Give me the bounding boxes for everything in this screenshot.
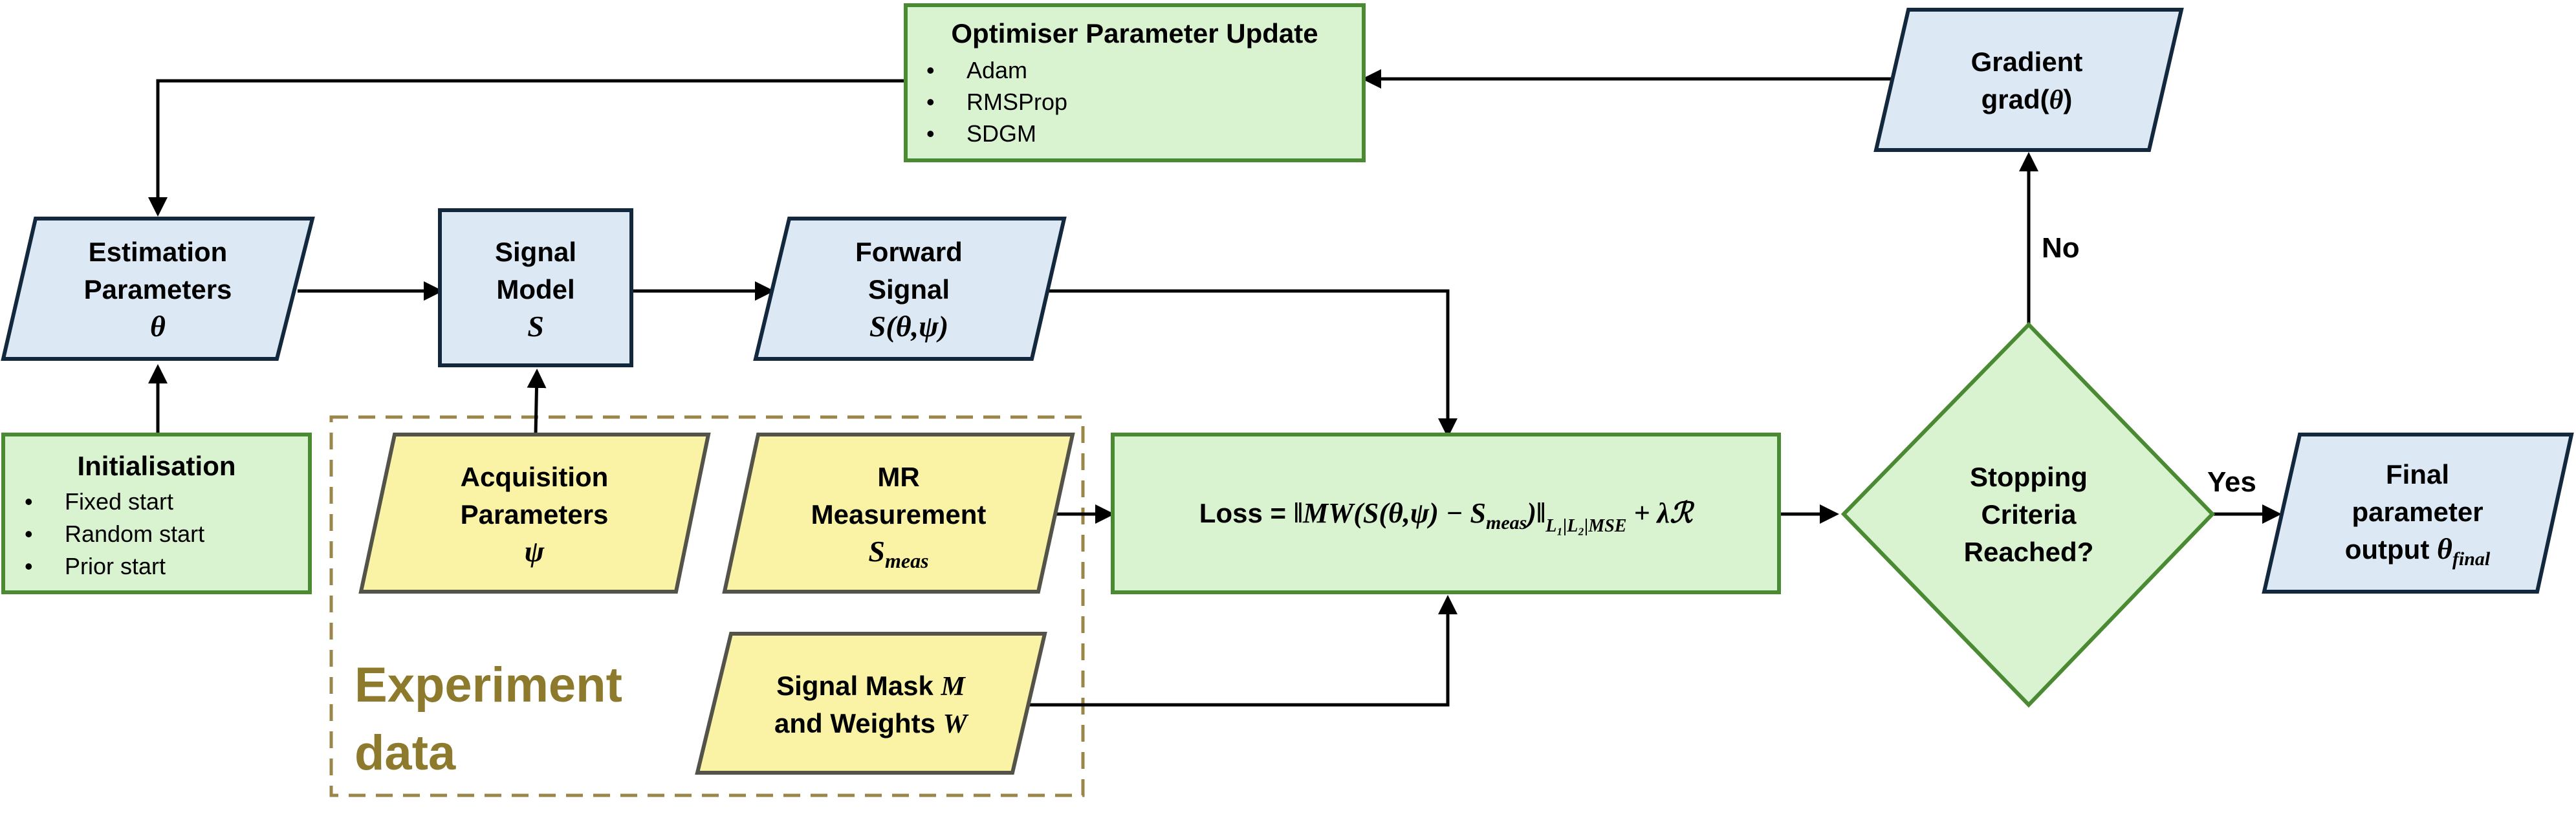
node-mr-measurement: MR Measurement Smeas	[722, 433, 1075, 594]
final-line2: parameter	[2352, 497, 2483, 527]
node-initialisation: Initialisation • Fixed start • Random st…	[1, 433, 312, 594]
optimiser-item-3: SDGM	[966, 120, 1036, 147]
node-forward-signal: Forward Signal S(θ,ψ)	[753, 217, 1067, 361]
signal-mask-line1: Signal Mask M	[776, 671, 966, 702]
arrow-forward-signal-to-loss	[1048, 289, 1457, 438]
final-line1: Final	[2386, 459, 2449, 490]
optimiser-item-2: RMSProp	[966, 89, 1067, 115]
optimiser-item-1: Adam	[966, 57, 1027, 83]
connectors	[148, 69, 2282, 707]
estimation-line2: Parameters	[84, 274, 232, 305]
initialisation-title: Initialisation	[77, 451, 235, 481]
estimation-parallelogram	[1, 217, 315, 361]
mr-measurement-parallelogram	[722, 433, 1075, 594]
estimation-symbol: θ	[150, 310, 166, 343]
initialisation-item-1: Fixed start	[65, 488, 173, 515]
stopping-line3: Reached?	[1964, 537, 2094, 567]
stopping-line2: Criteria	[1981, 499, 2077, 530]
acquisition-line2: Parameters	[461, 499, 609, 530]
node-gradient: Gradient grad(θ)	[1873, 8, 2184, 152]
edge-label-no: No	[2042, 232, 2080, 264]
initialisation-item-2: Random start	[65, 521, 204, 547]
node-final-output: Final parameter output θfinal	[2262, 433, 2574, 594]
optimiser-bullet-1: •	[926, 57, 935, 83]
arrow-optimiser-to-estimation	[148, 79, 906, 217]
arrow-signal-mask-to-loss	[1029, 595, 1457, 707]
node-stopping-criteria: Stopping Criteria Reached?	[1840, 321, 2216, 708]
stopping-diamond	[1840, 321, 2216, 708]
signal-mask-parallelogram	[695, 632, 1047, 775]
signal-model-line2: Model	[496, 274, 574, 305]
gradient-line1: Gradient	[1971, 47, 2083, 77]
initialisation-item-3: Prior start	[65, 553, 166, 579]
experiment-data-frame	[329, 415, 1085, 797]
loss-formula: Loss = ‖MW(S(θ,ψ) − Smeas)‖L₁|L₂|MSE + λ…	[1199, 497, 1695, 536]
optimiser-box	[904, 3, 1366, 162]
initialisation-bullet-3: •	[25, 553, 33, 579]
forward-signal-line1: Forward	[855, 237, 963, 267]
loss-box	[1111, 433, 1781, 594]
experiment-data-label-line1: Experiment	[355, 658, 622, 713]
node-signal-model: Signal Model S	[438, 208, 633, 367]
mr-measurement-symbol: Smeas	[868, 535, 928, 572]
mr-measurement-line1: MR	[877, 462, 919, 492]
initialisation-bullet-2: •	[25, 521, 33, 547]
final-parallelogram	[2262, 433, 2574, 594]
signal-model-symbol: S	[527, 310, 544, 343]
optimiser-bullet-3: •	[926, 120, 935, 147]
optimiser-bullet-2: •	[926, 89, 935, 115]
final-line3: output θfinal	[2345, 532, 2491, 570]
edge-label-yes: Yes	[2207, 466, 2256, 498]
optimiser-title: Optimiser Parameter Update	[951, 18, 1318, 48]
acquisition-symbol: ψ	[525, 535, 545, 568]
signal-model-line1: Signal	[495, 237, 576, 267]
arrow-acquisition-to-signal-model	[527, 369, 547, 435]
initialisation-bullet-1: •	[25, 488, 33, 515]
node-signal-mask-weights: Signal Mask M and Weights W	[695, 632, 1047, 775]
experiment-data-label-line2: data	[355, 726, 456, 780]
estimation-line1: Estimation	[89, 237, 228, 267]
acquisition-line1: Acquisition	[461, 462, 609, 492]
node-estimation-parameters: Estimation Parameters θ	[1, 217, 315, 361]
forward-signal-line2: Signal	[868, 274, 950, 305]
node-optimiser-update: Optimiser Parameter Update • Adam • RMSP…	[904, 3, 1366, 162]
gradient-line2: grad(θ)	[1981, 84, 2073, 115]
forward-signal-math: S(θ,ψ)	[869, 310, 948, 343]
forward-signal-parallelogram	[753, 217, 1067, 361]
gradient-parallelogram	[1873, 8, 2184, 152]
initialisation-box	[1, 433, 312, 594]
stopping-line1: Stopping	[1970, 462, 2088, 492]
mr-measurement-line2: Measurement	[811, 499, 987, 530]
acquisition-parallelogram	[358, 433, 711, 594]
node-loss: Loss = ‖MW(S(θ,ψ) − Smeas)‖L₁|L₂|MSE + λ…	[1111, 433, 1781, 594]
signal-mask-line2: and Weights W	[774, 708, 969, 739]
signal-model-box	[438, 208, 633, 367]
node-acquisition-parameters: Acquisition Parameters ψ	[358, 433, 711, 594]
